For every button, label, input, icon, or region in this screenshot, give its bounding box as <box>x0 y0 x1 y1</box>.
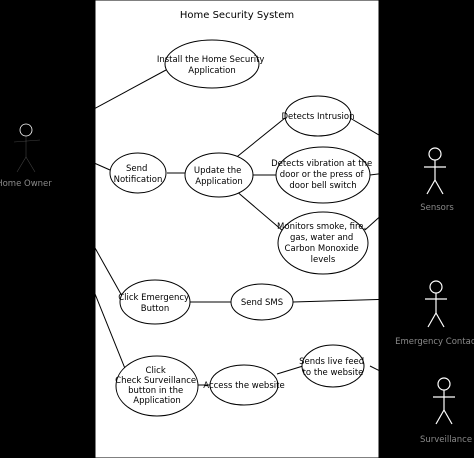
assoc-intrusion-sensors <box>349 117 426 163</box>
svg-text:Click Check Surveillance: Click Check Surveillance button in the A… <box>115 366 199 406</box>
use-case-label: Button <box>141 304 169 314</box>
use-case-click-surveillance: Click Check Surveillance button in the A… <box>115 355 199 417</box>
use-case-label: door or the press of <box>280 170 365 180</box>
link-update-intrusion <box>232 117 286 161</box>
use-case-label: gas, water and <box>290 233 353 243</box>
svg-text:Sends live feed to the w: Sends live feed to the website <box>299 357 367 378</box>
use-case-label: Send <box>126 164 147 174</box>
use-case-send-sms: Send SMS <box>230 283 294 321</box>
use-case-label: Monitors smoke, fire, <box>277 222 366 232</box>
system-title: Home Security System <box>180 10 294 21</box>
use-case-send-notification: Send Notification <box>109 152 167 194</box>
svg-text:Detects vibration at the: Detects vibration at the door or the pre… <box>271 159 375 191</box>
use-case-label: Application <box>195 177 243 187</box>
actor-figure-icon <box>424 147 446 195</box>
use-case-label: button in the <box>128 386 183 396</box>
svg-text:Detects Intrusion: Detects Intrusion <box>282 112 355 122</box>
actor-figure-icon <box>13 123 41 173</box>
use-case-label: door bell switch <box>289 181 356 191</box>
link-update-monitors <box>234 189 284 232</box>
use-case-install-app: Install the Home Security Application <box>157 39 267 89</box>
actor-label: Sensors <box>420 203 454 213</box>
use-case-label: Carbon Monoxide <box>285 244 359 254</box>
use-case-detects-vibration: Detects vibration at the door or the pre… <box>271 146 375 204</box>
use-case-label: Sends live feed <box>299 357 364 367</box>
svg-text:Update the Application: Update the Application <box>194 166 244 187</box>
actor-sensors: Sensors <box>420 147 454 213</box>
svg-text:Send Notification: Send Notification <box>114 164 163 185</box>
use-case-label: Check Surveillance <box>115 376 196 386</box>
actor-home-owner: Home Owner <box>0 123 52 189</box>
use-case-sends-live-feed: Sends live feed to the website <box>299 344 367 388</box>
assoc-vibration-sensors <box>369 167 425 176</box>
use-case-label: Detects Intrusion <box>282 112 355 122</box>
use-case-click-emergency: Click Emergency Button <box>118 279 192 325</box>
use-case-monitors-smoke: Monitors smoke, fire, gas, water and Car… <box>277 211 369 275</box>
assoc-livefeed-surveillance <box>369 365 439 401</box>
use-case-label: to the website <box>303 368 364 378</box>
actor-label: Emergency Contact <box>395 337 474 347</box>
svg-text:Send SMS: Send SMS <box>241 298 283 308</box>
use-case-label: Notification <box>114 175 163 185</box>
use-case-label: Install the Home Security <box>157 55 265 65</box>
use-case-detects-intrusion: Detects Intrusion <box>282 95 355 137</box>
actor-surveillance: Surveillance <box>420 377 472 445</box>
use-case-update-app: Update the Application <box>184 152 254 198</box>
assoc-monitors-sensors <box>364 175 426 231</box>
link-website-livefeed <box>276 365 304 375</box>
use-case-label: Click <box>146 366 166 376</box>
actor-figure-icon <box>425 280 447 328</box>
actor-emergency-contact: Emergency Contact <box>395 280 474 347</box>
assoc-sms-emergency <box>292 297 428 303</box>
svg-text:Monitors smoke, fire, ga: Monitors smoke, fire, gas, water and Car… <box>277 222 369 265</box>
svg-text:Click Emergency Button: Click Emergency Button <box>118 293 192 314</box>
actor-figure-icon <box>433 377 455 425</box>
use-case-label: Send SMS <box>241 298 283 308</box>
use-case-label: Click Emergency <box>118 293 189 303</box>
use-case-access-website: Access the website <box>203 364 285 406</box>
use-case-label: Application <box>188 66 236 76</box>
use-case-label: Update the <box>194 166 241 176</box>
assoc-owner-emergency <box>39 149 123 297</box>
associations <box>37 69 439 401</box>
use-case-label: Application <box>133 396 181 406</box>
actor-label: Home Owner <box>0 179 52 189</box>
assoc-owner-notification <box>41 139 111 171</box>
assoc-owner-install <box>41 69 167 138</box>
use-case-label: levels <box>311 255 336 265</box>
actor-label: Surveillance <box>420 435 472 445</box>
use-case-label: Access the website <box>203 381 284 391</box>
svg-text:Install the Home Security: Install the Home Security Application <box>157 55 267 76</box>
use-case-label: Detects vibration at the <box>271 159 372 169</box>
svg-text:Access the website: Access the website <box>203 381 284 391</box>
assoc-owner-surveillance <box>37 151 129 377</box>
